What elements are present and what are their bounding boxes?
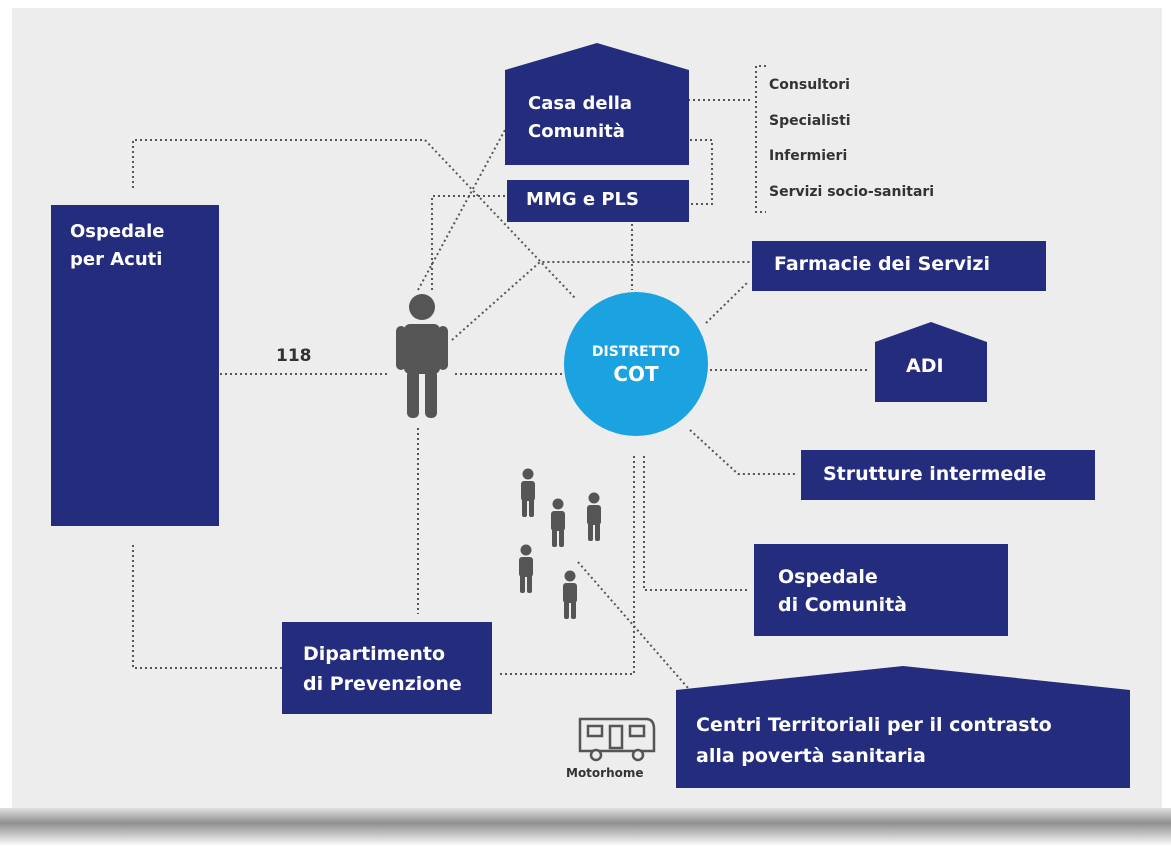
casa-service-item: Consultori <box>769 77 850 93</box>
ospedale-acuti-label: Ospedale per Acuti <box>70 221 165 270</box>
casa-comunita-label: Casa della Comunità <box>528 93 633 142</box>
casa-service-item: Servizi socio-sanitari <box>769 184 935 200</box>
ospedale-comunita-box <box>754 544 1008 636</box>
connector-cot-ospedale-comunita <box>643 456 748 591</box>
connector-ospedale-dipartimento <box>132 545 284 669</box>
motorhome-icon <box>578 717 656 762</box>
link-118-label: 118 <box>276 346 312 366</box>
casa-comunita-shape <box>505 43 689 165</box>
connector-casa-mmg <box>690 139 713 205</box>
adi-label: ADI <box>906 355 944 377</box>
centri-label: Centri Territoriali per il contrasto all… <box>696 714 1052 767</box>
ospedale-acuti-box <box>51 205 219 526</box>
person-icon <box>396 294 448 418</box>
casa-service-item: Specialisti <box>769 113 851 129</box>
farmacie-box <box>752 241 1046 291</box>
ospedale-comunita-label: Ospedale di Comunità <box>778 566 907 616</box>
bottom-shadow <box>0 808 1171 846</box>
people-group-icon <box>519 468 601 619</box>
connector-cot-strutture <box>689 429 798 475</box>
strutture-box <box>801 450 1095 500</box>
centri-shape <box>676 666 1130 788</box>
casa-service-item: Infermieri <box>769 148 848 164</box>
strutture-label: Strutture intermedie <box>823 463 1047 485</box>
list-bracket <box>755 65 766 213</box>
cot-label: COT <box>613 362 659 386</box>
mmg-pls-box <box>507 180 689 222</box>
dipartimento-box <box>282 622 492 714</box>
connector-cot-farmacie <box>705 281 749 324</box>
distretto-label: DISTRETTO <box>591 344 681 360</box>
connector-person-mmg <box>431 195 506 290</box>
distretto-cot-circle: DISTRETTO COT <box>564 292 708 436</box>
dipartimento-label: Dipartimento di Prevenzione <box>303 643 462 695</box>
motorhome-label: Motorhome <box>566 766 644 780</box>
adi-shape <box>875 322 987 402</box>
farmacie-label: Farmacie dei Servizi <box>774 253 990 275</box>
mmg-pls-label: MMG e PLS <box>526 189 639 210</box>
